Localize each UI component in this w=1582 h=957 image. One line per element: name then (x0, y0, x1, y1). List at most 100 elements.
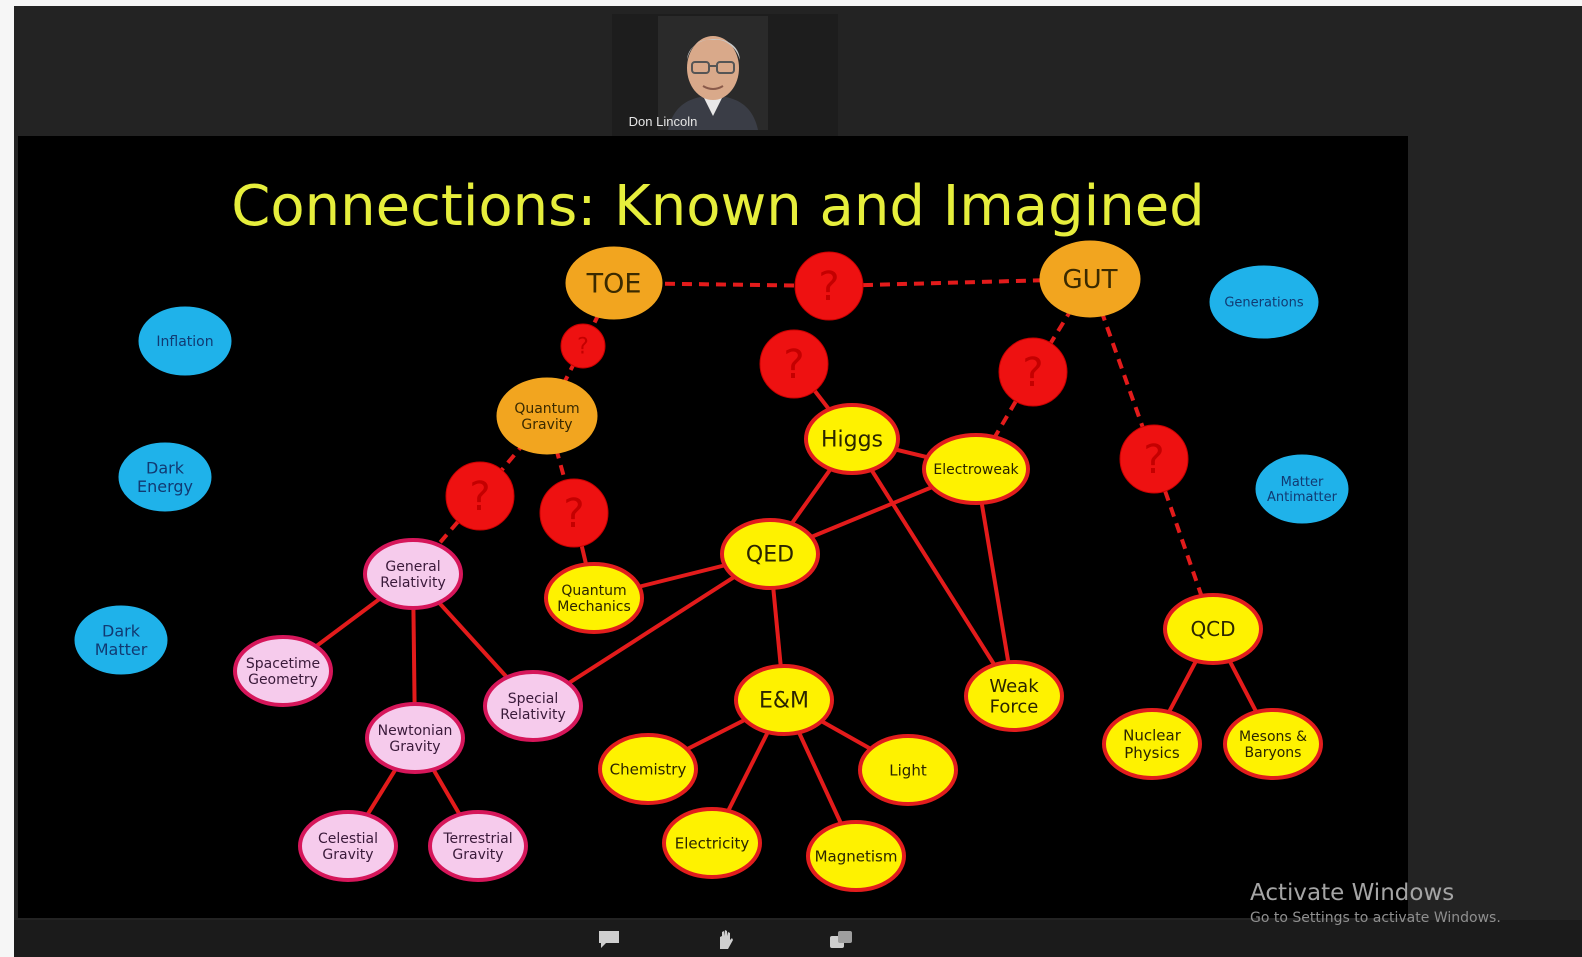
node-shape-qcd (1163, 593, 1263, 665)
node-label-weak-force: Force (990, 697, 1039, 718)
node-label-magnetism: Magnetism (815, 847, 898, 865)
node-label-em: E&M (759, 689, 809, 714)
node-label-quantum-gravity: Gravity (521, 417, 572, 433)
node-shape-celestial-gravity (298, 810, 398, 882)
node-shape-nuclear-physics (1102, 708, 1202, 780)
node-label-generations: Generations (1224, 296, 1304, 311)
shared-screen-slide: Connections: Known and Imagined TOE?GUT?… (18, 136, 1408, 918)
node-electricity: Electricity (662, 807, 762, 879)
node-label-spacetime-geometry: Spacetime (246, 656, 320, 672)
node-label-general-relativity: Relativity (380, 575, 446, 591)
node-label-qcd: QCD (1190, 617, 1235, 641)
node-shape-em (734, 664, 834, 736)
node-label-matter-antimatter: Antimatter (1267, 490, 1338, 505)
node-shape-weak-force (964, 660, 1064, 732)
node-qcd: QCD (1163, 593, 1263, 665)
node-label-matter-antimatter: Matter (1281, 475, 1324, 490)
node-label-newtonian-gravity: Gravity (389, 739, 440, 755)
node-label-general-relativity: General (385, 559, 440, 575)
node-shape-dark-energy (118, 442, 212, 512)
node-label-quantum-mechanics: Quantum (561, 583, 626, 599)
node-label-electroweak: Electroweak (933, 462, 1019, 478)
node-toe: TOE (565, 246, 663, 320)
node-generations: Generations (1209, 265, 1319, 339)
node-label-q-higgs: ? (783, 342, 804, 388)
participant-avatar (658, 16, 768, 130)
node-shape-light (858, 734, 958, 806)
node-label-dark-energy: Energy (137, 477, 193, 496)
person-photo (658, 16, 768, 130)
meeting-toolbar (14, 920, 1582, 957)
node-shape-q-higgs (759, 329, 829, 399)
node-label-newtonian-gravity: Newtonian (378, 723, 453, 739)
node-shape-toe (565, 246, 663, 320)
node-label-dark-energy: Dark (146, 458, 185, 477)
node-label-higgs: Higgs (821, 428, 883, 453)
node-shape-general-relativity (363, 538, 463, 610)
node-label-q-electroweak: ? (1022, 350, 1043, 396)
node-label-special-relativity: Special (508, 691, 558, 707)
node-label-celestial-gravity: Celestial (318, 831, 378, 847)
node-label-nuclear-physics: Physics (1124, 744, 1180, 762)
node-label-electricity: Electricity (675, 834, 750, 852)
node-magnetism: Magnetism (806, 820, 906, 892)
node-shape-newtonian-gravity (365, 702, 465, 774)
node-label-qed: QED (746, 543, 794, 568)
node-shape-quantum-mechanics (544, 562, 644, 634)
node-label-spacetime-geometry: Geometry (248, 672, 318, 688)
connection-line-qed-special-relativity (531, 552, 772, 708)
node-label-light: Light (889, 761, 927, 779)
node-shape-mesons-baryons (1223, 708, 1323, 780)
node-higgs: Higgs (804, 403, 900, 475)
node-label-q-qcd: ? (1143, 437, 1164, 483)
watermark-title: Activate Windows (1250, 880, 1455, 906)
watermark-subtitle: Go to Settings to activate Windows. (1250, 910, 1501, 926)
node-shape-gut (1039, 240, 1141, 318)
node-shape-special-relativity (483, 670, 583, 742)
slide-title: Connections: Known and Imagined (231, 174, 1205, 239)
node-label-special-relativity: Relativity (500, 707, 566, 723)
node-q-qcd: ? (1119, 424, 1189, 494)
node-shape-q-top (794, 251, 864, 321)
node-label-inflation: Inflation (156, 334, 213, 350)
node-label-mesons-baryons: Baryons (1245, 745, 1302, 761)
node-label-nuclear-physics: Nuclear (1123, 727, 1182, 745)
raise-hand-icon[interactable] (712, 928, 738, 950)
node-em: E&M (734, 664, 834, 736)
node-label-q-top: ? (818, 264, 839, 310)
node-shape-higgs (804, 403, 900, 475)
node-label-terrestrial-gravity: Gravity (452, 847, 503, 863)
participant-name-label: Don Lincoln (628, 114, 698, 129)
node-label-q-gr: ? (469, 474, 490, 520)
node-shape-electricity (662, 807, 762, 879)
node-label-terrestrial-gravity: Terrestrial (442, 831, 512, 847)
connection-line-q-qcd-qcd (1152, 458, 1215, 630)
node-label-mesons-baryons: Mesons & (1239, 729, 1307, 745)
node-label-weak-force: Weak (989, 676, 1039, 697)
connection-line-higgs-weak-force (850, 437, 1016, 698)
node-light: Light (858, 734, 958, 806)
node-shape-electroweak (922, 433, 1030, 505)
participants-icon[interactable] (826, 928, 852, 950)
node-q-qm: ? (539, 478, 609, 548)
connection-line-electroweak-weak-force (974, 468, 1016, 697)
node-electroweak: Electroweak (922, 433, 1030, 505)
node-q-electroweak: ? (998, 337, 1068, 407)
node-label-q-toe-qg: ? (577, 335, 589, 360)
node-q-toe-qg: ? (560, 323, 606, 369)
chat-icon[interactable] (596, 928, 622, 950)
node-shape-magnetism (806, 820, 906, 892)
node-shape-q-toe-qg (560, 323, 606, 369)
node-shape-matter-antimatter (1255, 454, 1349, 524)
node-q-gr: ? (445, 461, 515, 531)
